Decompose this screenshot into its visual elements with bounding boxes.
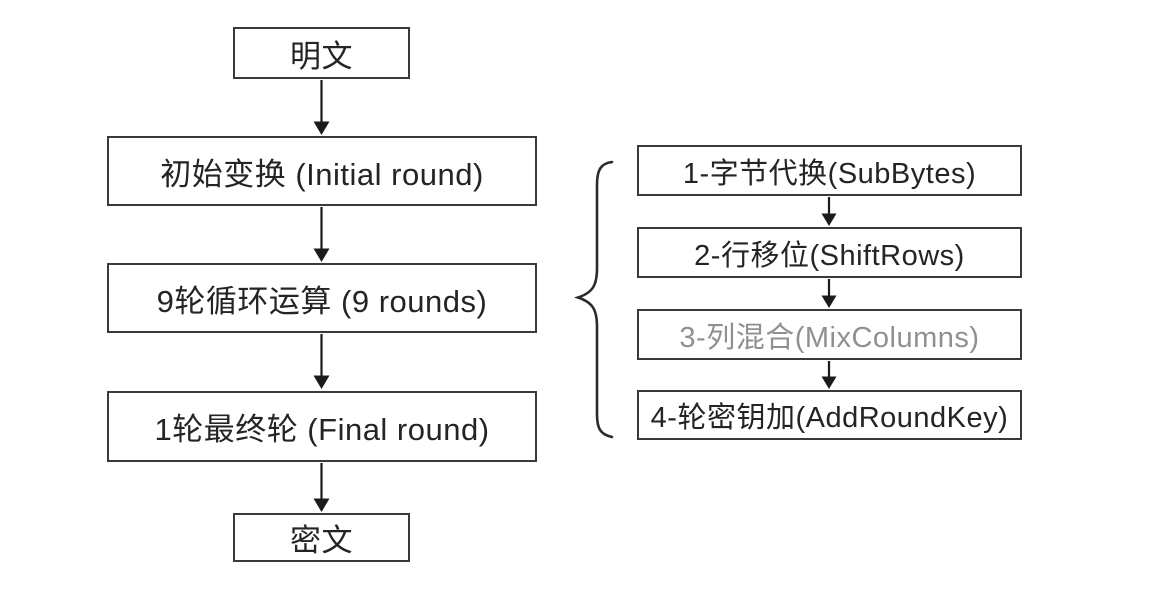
arrow-down-icon: [821, 361, 837, 389]
arrow-down-icon: [821, 197, 837, 226]
arrow-down-icon: [313, 207, 330, 262]
node-plaintext: 明文: [233, 27, 410, 79]
arrow-down-icon: [313, 334, 330, 389]
node-shiftrows: 2-行移位(ShiftRows): [637, 227, 1022, 278]
node-mixcolumns: 3-列混合(MixColumns): [637, 309, 1022, 360]
node-ciphertext: 密文: [233, 513, 410, 562]
arrow-down-icon: [821, 279, 837, 308]
arrow-down-icon: [313, 80, 330, 135]
node-subbytes: 1-字节代换(SubBytes): [637, 145, 1022, 196]
node-final-round: 1轮最终轮 (Final round): [107, 391, 537, 462]
node-addroundkey: 4-轮密钥加(AddRoundKey): [637, 390, 1022, 440]
arrow-down-icon: [313, 463, 330, 512]
curly-brace: [573, 160, 614, 439]
node-nine-rounds: 9轮循环运算 (9 rounds): [107, 263, 537, 333]
node-initial-round: 初始变换 (Initial round): [107, 136, 537, 206]
